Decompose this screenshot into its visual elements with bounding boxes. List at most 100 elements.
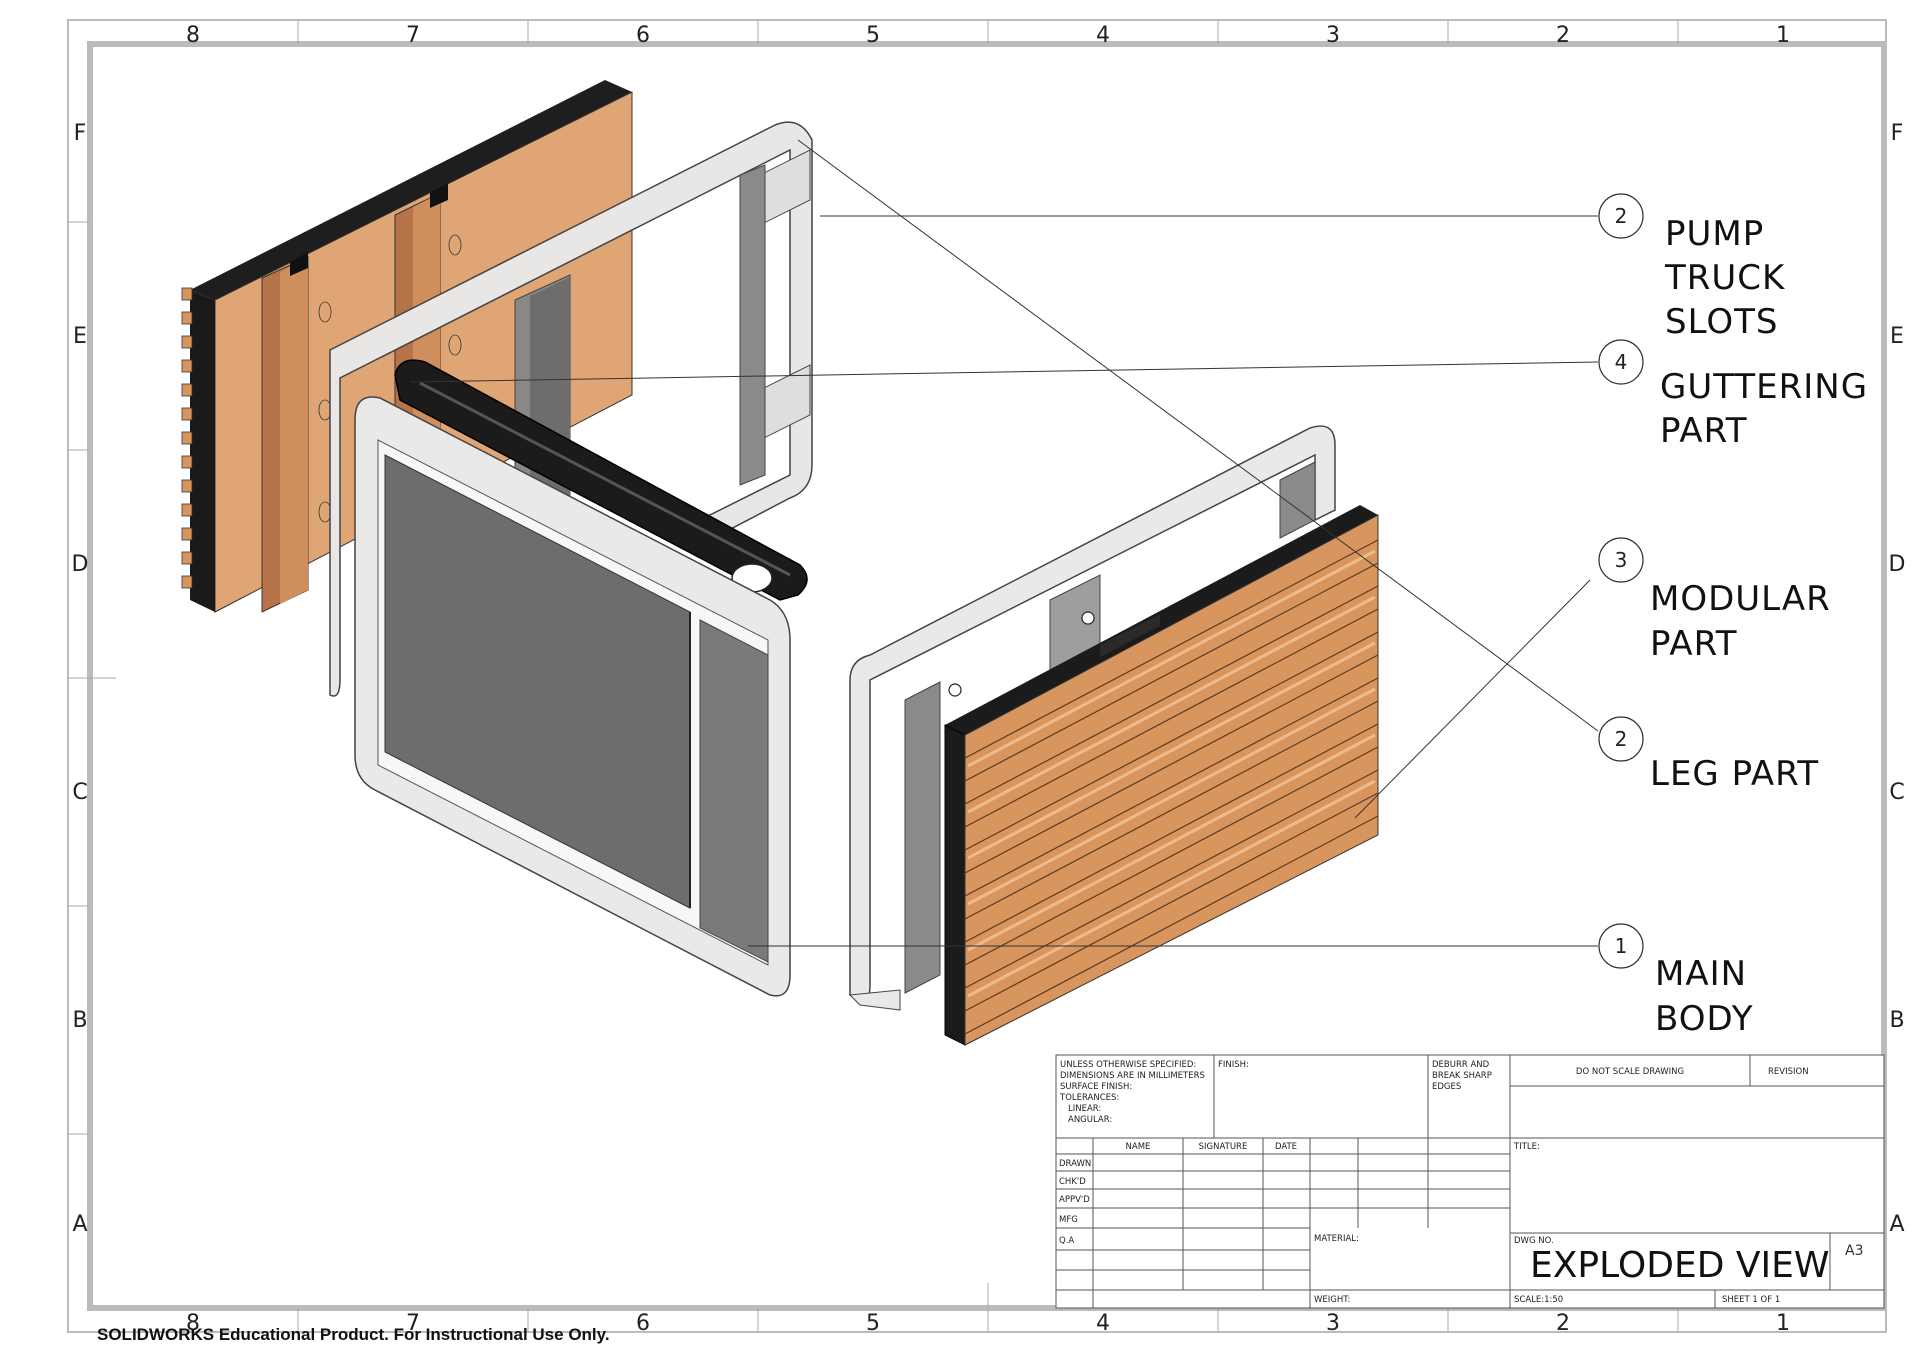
zone-col-label: 8: [186, 1311, 200, 1336]
tb-dwg-no-label: DWG NO.: [1514, 1236, 1554, 1246]
zone-row-label: A: [1889, 1212, 1904, 1237]
callout-line: SLOTS: [1665, 302, 1778, 342]
zone-labels-left: F E D C B A: [72, 121, 89, 1237]
tb-do-not-scale: DO NOT SCALE DRAWING: [1576, 1067, 1684, 1077]
zone-col-label: 1: [1776, 1311, 1790, 1336]
zone-col-label: 4: [1096, 23, 1110, 48]
tb-header-name: NAME: [1126, 1142, 1151, 1152]
tb-note: UNLESS OTHERWISE SPECIFIED:: [1060, 1060, 1196, 1070]
zone-col-label: 4: [1096, 1311, 1110, 1336]
balloon-number: 1: [1615, 934, 1628, 958]
zone-labels-bottom: 8 7 6 5 4 3 2 1: [186, 1311, 1790, 1336]
zone-row-label: A: [72, 1212, 87, 1237]
tb-sheet: SHEET 1 OF 1: [1722, 1295, 1780, 1305]
title-block: [1055, 1054, 1885, 1309]
callout-balloon: 3: [1598, 537, 1644, 583]
tb-revision: REVISION: [1768, 1067, 1809, 1077]
zone-col-label: 7: [406, 1311, 420, 1336]
zone-col-label: 5: [866, 23, 880, 48]
zone-row-label: E: [73, 324, 87, 349]
callout-line: MODULAR: [1650, 579, 1831, 619]
back-wood-panel: [181, 80, 633, 613]
callout-line: PUMP: [1665, 214, 1764, 254]
tb-scale: SCALE:1:50: [1514, 1295, 1563, 1305]
callout-balloon: 4: [1598, 339, 1644, 385]
tb-note: SURFACE FINISH:: [1060, 1082, 1132, 1092]
tb-weight-label: WEIGHT:: [1314, 1295, 1350, 1305]
drawing-title: EXPLODED VIEW: [1530, 1245, 1829, 1286]
leader-lines: [409, 139, 1599, 947]
zone-col-label: 6: [636, 1311, 650, 1336]
callout-line: LEG PART: [1650, 754, 1819, 794]
tb-role: Q.A: [1059, 1236, 1074, 1246]
tb-title-label: TITLE:: [1513, 1142, 1540, 1152]
zone-col-label: 7: [406, 23, 420, 48]
callout-balloon: 2: [1598, 193, 1644, 239]
tb-note: TOLERANCES:: [1059, 1093, 1119, 1103]
tb-note: ANGULAR:: [1068, 1115, 1112, 1125]
zone-row-label: F: [74, 121, 87, 146]
tb-note: DIMENSIONS ARE IN MILLIMETERS: [1060, 1071, 1205, 1081]
tb-header-signature: SIGNATURE: [1199, 1142, 1248, 1152]
callout-line: TRUCK: [1664, 258, 1786, 298]
zone-row-label: C: [1889, 780, 1904, 805]
modular-part: [944, 505, 1379, 1046]
tb-size: A3: [1845, 1243, 1863, 1259]
educational-watermark: SOLIDWORKS Educational Product. For Inst…: [97, 1325, 610, 1344]
callout-label-main-body: MAIN BODY: [1655, 954, 1754, 1039]
zone-row-label: D: [1889, 552, 1906, 577]
balloon-number: 3: [1615, 548, 1628, 572]
zone-labels-top: 8 7 6 5 4 3 2 1: [186, 23, 1790, 48]
zone-col-label: 2: [1556, 23, 1570, 48]
zone-row-label: C: [72, 780, 87, 805]
zone-col-label: 6: [636, 23, 650, 48]
callout-balloon: 1: [1598, 923, 1644, 969]
zone-ticks: [68, 20, 1886, 1332]
balloon-number: 2: [1615, 204, 1628, 228]
inner-border: [87, 41, 1887, 1311]
balloon-number: 2: [1615, 727, 1628, 751]
tb-deburr-line: DEBURR AND: [1432, 1060, 1490, 1070]
modular-slats: [964, 539, 1379, 1035]
main-body: [354, 396, 791, 997]
callout-label-pump-truck-slots: PUMP TRUCK SLOTS: [1664, 214, 1786, 342]
tb-material-label: MATERIAL:: [1314, 1234, 1359, 1244]
callout-label-guttering-part: GUTTERING PART: [1660, 367, 1868, 451]
callout-line: GUTTERING: [1660, 367, 1868, 407]
callout-line: MAIN: [1655, 954, 1747, 994]
zone-col-label: 2: [1556, 1311, 1570, 1336]
tb-note: LINEAR:: [1068, 1104, 1101, 1114]
zone-col-label: 3: [1326, 23, 1340, 48]
balloon-number: 4: [1615, 350, 1628, 374]
callout-balloon: 2: [1598, 716, 1644, 762]
zone-labels-right: F E D C B A: [1889, 121, 1906, 1237]
zone-row-label: E: [1890, 324, 1904, 349]
callout-line: PART: [1650, 624, 1738, 664]
zone-row-label: B: [1889, 1008, 1904, 1033]
zone-col-label: 1: [1776, 23, 1790, 48]
tb-header-date: DATE: [1275, 1142, 1297, 1152]
callout-label-leg-part: LEG PART: [1650, 754, 1819, 794]
zone-col-label: 3: [1326, 1311, 1340, 1336]
tb-finish-label: FINISH:: [1218, 1060, 1249, 1070]
tb-roles: DRAWN CHK'D APPV'D MFG Q.A: [1059, 1159, 1091, 1246]
callout-line: BODY: [1655, 999, 1754, 1039]
zone-col-label: 8: [186, 23, 200, 48]
modular-slat-highlights: [967, 549, 1376, 998]
zone-col-label: 5: [866, 1311, 880, 1336]
zone-row-label: D: [72, 552, 89, 577]
tb-deburr-line: BREAK SHARP: [1432, 1071, 1492, 1081]
callout-label-modular-part: MODULAR PART: [1650, 579, 1831, 664]
zone-row-label: B: [72, 1008, 87, 1033]
tb-role: MFG: [1059, 1215, 1078, 1225]
back-panel-teeth: [181, 287, 193, 589]
zone-row-label: F: [1891, 121, 1904, 146]
tb-role: APPV'D: [1059, 1195, 1090, 1205]
tb-deburr-line: EDGES: [1432, 1082, 1461, 1092]
back-panel-pegs: [318, 234, 462, 523]
tb-role: CHK'D: [1059, 1177, 1086, 1187]
tb-deburr: DEBURR AND BREAK SHARP EDGES: [1432, 1060, 1492, 1092]
callout-line: PART: [1660, 411, 1748, 451]
title-block-notes: UNLESS OTHERWISE SPECIFIED: DIMENSIONS A…: [1059, 1060, 1205, 1125]
